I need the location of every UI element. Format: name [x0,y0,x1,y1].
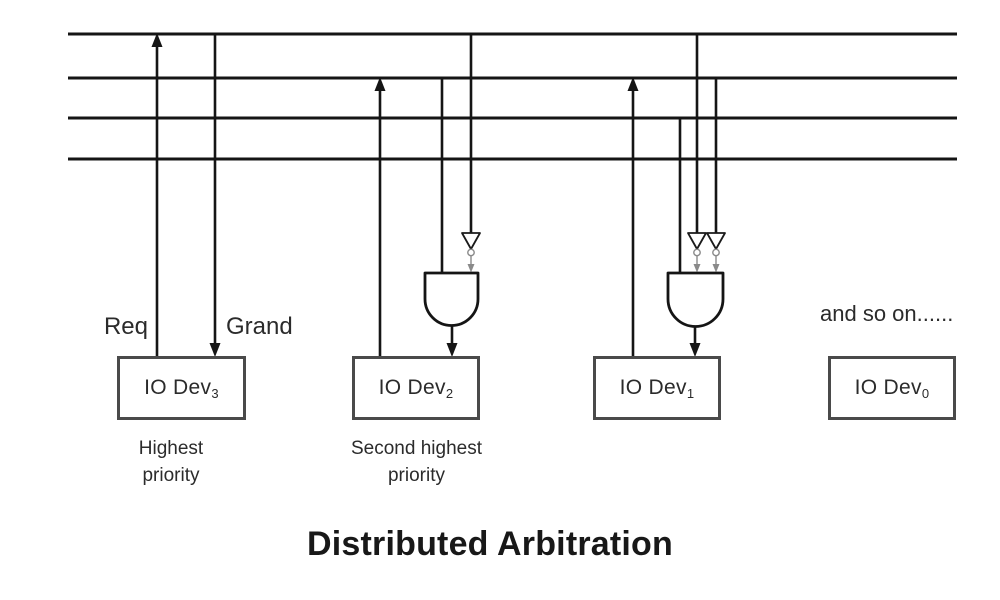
io-dev0-label: IO Dev0 [854,376,930,401]
dev1-grant-arrow-down [689,343,701,357]
io-dev0-box: IO Dev0 [828,356,956,420]
diagram-title: Distributed Arbitration [307,525,673,563]
dev2-inverter-icon [461,232,481,273]
io-dev1-subscript: 1 [686,386,695,401]
inverter-triangle-icon [687,232,707,250]
io-dev2-box: IO Dev2 [352,356,480,420]
inverter-bubble-icon [467,248,475,257]
and-so-on-label: and so on...... [820,301,954,326]
dev3-req-arrow-up [151,33,163,47]
inverter-triangle-icon [706,232,726,250]
io-dev2-subscript: 2 [445,386,454,401]
highest-priority-caption: Highest priority [138,438,204,486]
dev2-grant-arrow-down [446,343,458,357]
arrowheads [151,33,701,357]
io-dev3-label: IO Dev3 [144,376,219,401]
dev2-and-gate-icon [423,271,480,327]
req-label: Req [103,313,148,340]
dev2-req-arrow-up [374,77,386,91]
dev1-inverter-icon-a [687,232,707,273]
signal-lines [155,34,718,356]
dev1-and-gate-icon [666,271,725,328]
second-highest-priority-caption: Second highest priority [351,438,482,486]
io-dev2-label: IO Dev2 [378,376,454,401]
inverter-arrow-icon [467,264,475,273]
inverter-arrow-icon [693,264,701,273]
io-dev3-subscript: 3 [211,386,219,401]
inverter-triangle-icon [461,232,481,250]
dev1-req-arrow-up [627,77,639,91]
grand-label: Grand [226,313,293,340]
io-dev3-box: IO Dev3 [117,356,246,420]
inverter-bubble-icon [693,248,701,257]
io-dev0-subscript: 0 [921,386,930,401]
inverter-bubble-icon [712,248,720,257]
io-dev1-box: IO Dev1 [593,356,721,420]
bus-lines [68,32,957,161]
dev3-grand-arrow-down [209,343,221,357]
inverter-arrow-icon [712,264,720,273]
io-dev1-label: IO Dev1 [619,376,695,401]
dev1-inverter-icon-b [706,232,726,273]
